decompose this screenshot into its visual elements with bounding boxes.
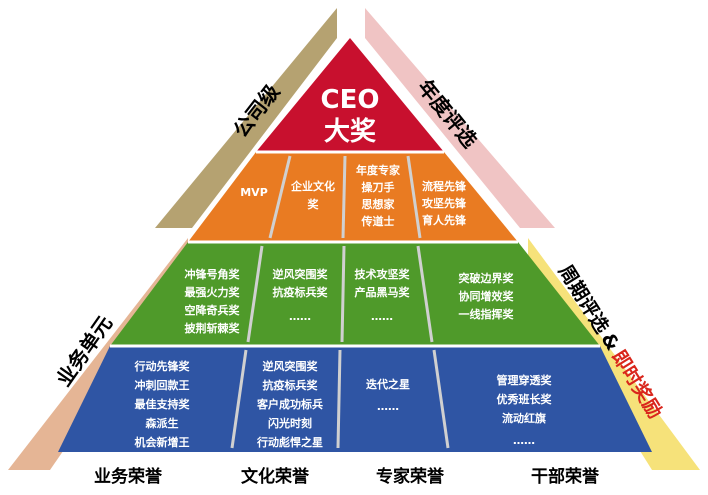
- orange-tier: [188, 152, 518, 242]
- tier-separators: [110, 150, 600, 348]
- tier2-cell3-line: 技术攻坚奖: [355, 267, 411, 281]
- tier1-cell3-line: 操刀手: [362, 180, 395, 194]
- tier2-cell1-line: 最强火力奖: [185, 285, 241, 299]
- tier3-cell1-line: 冲刺回款王: [135, 378, 190, 392]
- tier3-cell4-line: 管理穿透奖: [497, 373, 553, 387]
- tier1-cell2-line: 企业文化: [290, 179, 335, 193]
- green-tier: [110, 242, 600, 346]
- tier3-cell4-line: 优秀班长奖: [497, 392, 553, 406]
- apex-line2: 大奖: [324, 116, 377, 147]
- tier3-cell2-line: 客户成功标兵: [256, 397, 323, 411]
- blue-tier: [58, 346, 652, 452]
- annual-selection-band: [365, 8, 555, 228]
- tier1-cell4-line: 流程先锋: [422, 179, 467, 193]
- tier1-cell2-line: 奖: [308, 197, 320, 211]
- tier2-cell3-line: 产品黑马奖: [355, 285, 411, 299]
- periodic-selection-band: [528, 238, 700, 470]
- tier2-cell4-line: 一线指挥奖: [459, 307, 515, 321]
- tier2-cell4-line: 突破边界奖: [459, 271, 515, 285]
- bottom-label-business: 业务荣誉: [94, 466, 163, 487]
- tier1-cell4-line: 育人先锋: [422, 213, 467, 227]
- cell-dividers: [230, 155, 450, 449]
- tier2-cell1-line: 披荆斩棘奖: [185, 321, 241, 335]
- tier2-cell1-line: 空降奇兵奖: [185, 303, 241, 317]
- tier2-cell3-line: ……: [371, 310, 393, 323]
- tier3-cell1-line: 最佳支持奖: [135, 397, 191, 411]
- tier3-cell3-line: ……: [377, 400, 399, 413]
- tier3-cell2-line: 闪光时刻: [268, 416, 312, 430]
- business-unit-band: [8, 238, 188, 470]
- tier3-cell2-line: 抗疫标兵奖: [263, 378, 319, 392]
- tier3-cell4-line: ……: [513, 434, 535, 447]
- tier1-cell1-line: MVP: [240, 186, 268, 199]
- bottom-label-cadre: 干部荣誉: [531, 466, 600, 487]
- tier1-cell4-line: 攻坚先锋: [422, 196, 467, 210]
- apex-tier: [256, 38, 444, 152]
- tier3-cell4-line: 流动红旗: [502, 411, 546, 425]
- tier1-cell3-line: 年度专家: [356, 163, 401, 177]
- tier3-cell1-line: 行动先锋奖: [134, 359, 191, 373]
- tier3-cell1-line: 机会新增王: [135, 435, 190, 449]
- apex-line1: CEO: [321, 85, 380, 115]
- tier2-cell1-line: 冲锋号角奖: [185, 267, 241, 281]
- tier2-cell2-line: ……: [289, 310, 311, 323]
- tier3-cell2-line: 行动彪悍之星: [256, 435, 323, 449]
- tier3-cell3-line: 迭代之星: [366, 377, 410, 391]
- tier3-cell1-line: 森派生: [146, 416, 179, 430]
- tier2-cell2-line: 逆风突围奖: [273, 267, 329, 281]
- bottom-label-culture: 文化荣誉: [241, 466, 310, 487]
- bottom-label-expert: 专家荣誉: [376, 466, 445, 487]
- tier2-cell4-line: 协同增效奖: [459, 289, 515, 303]
- tier1-cell3-line: 传道士: [361, 214, 395, 228]
- tier2-cell2-line: 抗疫标兵奖: [273, 285, 329, 299]
- company-level-band: [155, 8, 337, 228]
- tier3-cell2-line: 逆风突围奖: [263, 359, 319, 373]
- tier1-cell3-line: 思想家: [362, 197, 396, 211]
